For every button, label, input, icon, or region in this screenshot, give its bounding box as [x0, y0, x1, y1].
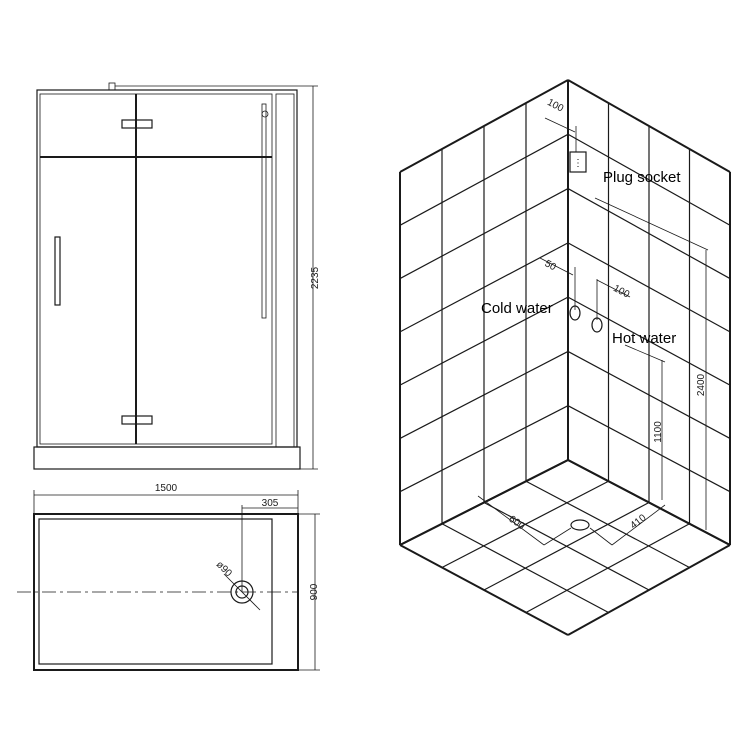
- floor-tile-line-a: [567, 459, 731, 546]
- front-inner-frame: [39, 93, 273, 445]
- right-wall-tile-hline: [567, 242, 731, 333]
- top-connector: [108, 82, 116, 91]
- right-wall-tile-hline: [567, 188, 731, 280]
- width-dim-label: 1500: [155, 483, 178, 494]
- floor-tile-line-b: [567, 544, 731, 636]
- hot-water-label: Hot water: [612, 330, 676, 347]
- floor-grid: [399, 459, 731, 636]
- shower-riser-rail: [261, 103, 267, 319]
- floor-tile-line-b: [525, 523, 690, 614]
- height-dim-label: 2235: [310, 266, 321, 289]
- drain-y-ext: [589, 527, 613, 546]
- front-outer-frame: [36, 89, 298, 448]
- drain-y-dim-line: [611, 504, 666, 546]
- socket-height-ext-top: [594, 197, 709, 251]
- floor-tile-line-b: [483, 501, 650, 591]
- upper-hinge: [121, 119, 153, 129]
- right-wall-tile-hline: [567, 405, 731, 493]
- valve-offset-dim-line: [596, 279, 631, 298]
- depth-dim-label: 900: [309, 583, 320, 600]
- valve-height-ext-top: [624, 344, 666, 363]
- shower-head: [261, 110, 269, 118]
- offset-dim-label: 305: [262, 498, 279, 509]
- drain-y-label: 410: [628, 512, 648, 531]
- left-wall-tile-hline: [399, 296, 569, 386]
- valve-offset-label: 100: [611, 283, 631, 301]
- drain-outer-circle: [230, 580, 254, 604]
- cold-water-valve: [569, 305, 581, 321]
- drain-x-dim-line: [477, 495, 545, 546]
- plan-view: 1500 305 ø90 900: [17, 483, 320, 671]
- socket-offset-label: 100: [545, 97, 565, 115]
- door-handle: [54, 236, 61, 306]
- valve-spacing-label: 50: [543, 258, 558, 273]
- valve-spacing-dim-line: [539, 257, 574, 276]
- drain-x-ext: [543, 527, 572, 546]
- drain-inner-circle: [235, 585, 249, 599]
- right-wall-tile-hline: [567, 350, 731, 439]
- tray-outer: [33, 513, 299, 671]
- right-wall-tile-hline: [567, 296, 731, 386]
- drain-leader: [223, 573, 261, 611]
- socket-height-label: 2400: [696, 373, 707, 396]
- valve-height-label: 1100: [653, 421, 664, 443]
- right-wall-tile-hline: [567, 79, 731, 173]
- tray-inner: [38, 518, 273, 665]
- plug-socket-glyph: ⋮: [573, 158, 583, 169]
- left-wall-tile-hline: [399, 188, 569, 280]
- left-wall-tile-hline: [399, 350, 569, 439]
- floor-drain: [570, 519, 590, 531]
- shower-tray-base: [33, 446, 301, 470]
- room-view: ⋮ Plug socket 100 50 100 Cold water Hot …: [399, 79, 731, 636]
- right-wall-tile-hline: [567, 133, 731, 226]
- plug-socket-label: Plug socket: [603, 169, 681, 186]
- hot-water-valve: [591, 317, 603, 333]
- side-panel: [275, 93, 295, 448]
- cold-water-label: Cold water: [481, 300, 553, 317]
- left-wall-tile-hline: [399, 79, 569, 173]
- socket-offset-dim-line: [544, 117, 576, 133]
- floor-tile-line-a: [525, 480, 690, 569]
- front-elevation: 2235: [33, 82, 321, 470]
- left-wall-tile-hline: [399, 242, 569, 333]
- plug-socket-icon: [569, 151, 587, 173]
- left-wall-tile-hline: [399, 133, 569, 226]
- left-wall-tile-hline: [399, 405, 569, 493]
- drain-diameter-label: ø90: [214, 559, 234, 579]
- lower-hinge: [121, 415, 153, 425]
